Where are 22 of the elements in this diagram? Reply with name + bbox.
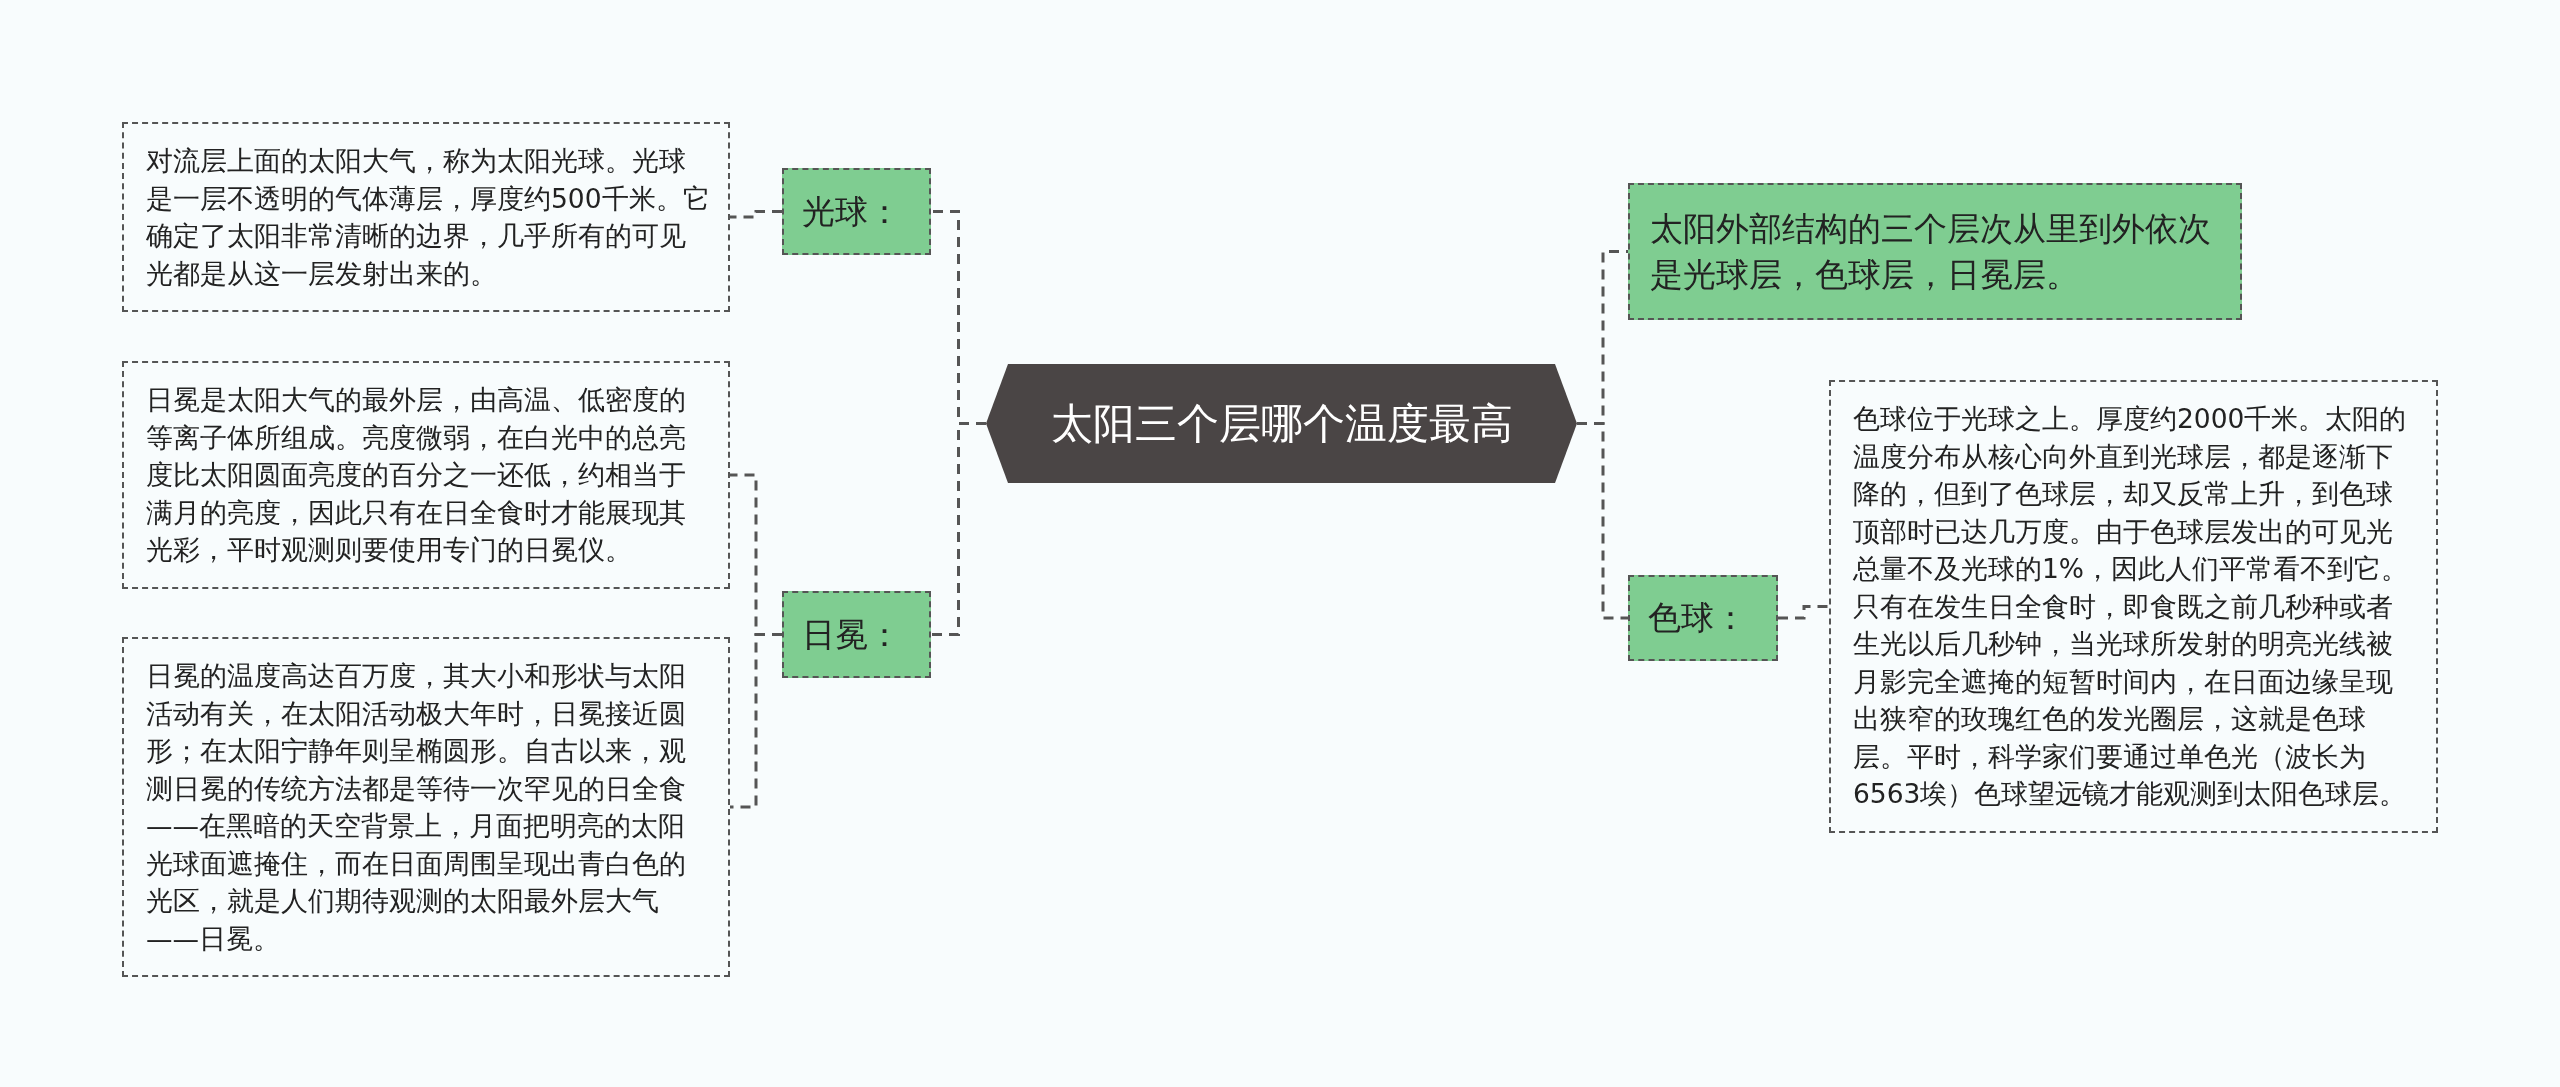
topic-text: 日冕：: [802, 613, 901, 656]
note-text: 色球位于光球之上。厚度约2000千米。太阳的温度分布从核心向外直到光球层，都是逐渐下降的，但到了色球层，却又反常上升，到色球顶部时已达几万度。由于色球层发出的可见光总量不及光球的1%，因此人们平常看不到它。只有在发生日全食时，即食既之前几秒种或者生光以后几秒钟，当光球所发射的明亮光线被月影完全遮掩的短暂时间内，在日面边缘呈现出狭窄的玫瑰红色的发光圈层，这就是色球层。平时，科学家们要通过单色光（波长为6563埃）色球望远镜才能观测到太阳色球层。: [1853, 402, 2410, 811]
note-box: [122, 361, 730, 589]
topic-box: [1628, 183, 2242, 320]
connector-line: [931, 422, 986, 636]
connector-line: [730, 633, 782, 809]
topic-box: [782, 591, 931, 678]
note-text: 日冕是太阳大气的最外层，由高温、低密度的等离子体所组成。亮度微弱，在白光中的总亮度比太阳圆面亮度的百分之一还低，约相当于满月的亮度，因此只有在日全食时才能展现其光彩，平时观测则要使用专门的日冕仪。: [146, 383, 687, 567]
topic-box: [782, 168, 931, 255]
note-box: [1829, 380, 2438, 833]
topic-text: 太阳外部结构的三个层次从里到外依次是光球层，色球层，日冕层。: [1650, 207, 2212, 296]
note-text: 对流层上面的太阳大气，称为太阳光球。光球是一层不透明的气体薄层，厚度约500千米。它确定了太阳非常清晰的边界，几乎所有的可见光都是从这一层发射出来的。: [146, 144, 710, 291]
note-box: [122, 122, 730, 312]
connector-line: [1577, 422, 1628, 620]
note-box: [122, 637, 730, 977]
topic-box: [1628, 575, 1778, 661]
topic-text: 色球：: [1648, 597, 1747, 639]
note-text: 日冕的温度高达百万度，其大小和形状与太阳活动有关，在太阳活动极大年时，日冕接近圆形；在太阳宁静年则呈椭圆形。自古以来，观测日冕的传统方法都是等待一次罕见的日全食——在黑暗的天空背景上，月面把明亮的太阳光球面遮掩住，而在日面周围呈现出青白色的光区，就是人们期待观测的太阳最外层大气——日冕。: [146, 659, 687, 956]
title-text: 太阳三个层哪个温度最高: [1050, 397, 1513, 450]
topic-text: 光球：: [802, 190, 901, 233]
connector-line: [1778, 605, 1829, 620]
connector-line: [730, 210, 782, 219]
